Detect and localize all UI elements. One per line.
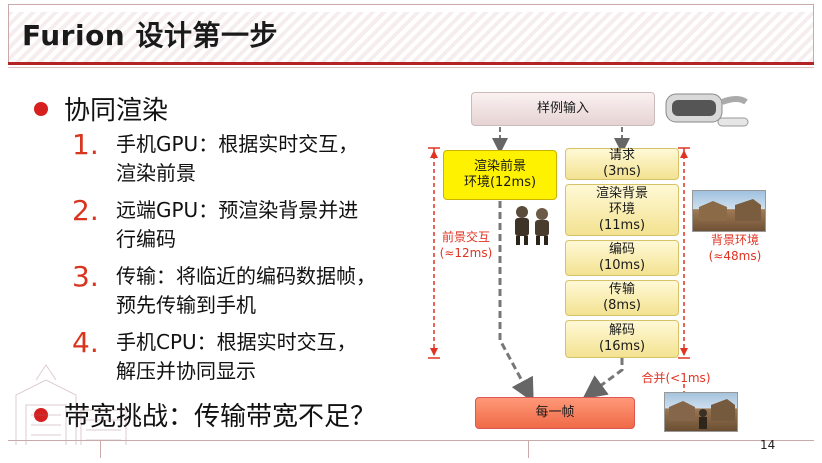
foreground-characters-icon xyxy=(515,206,549,245)
slide-title: Furion 设计第一步 xyxy=(22,19,278,52)
footer-divider xyxy=(528,440,529,458)
front-span-arrow-up xyxy=(430,150,438,158)
arrow-decode-to-frame xyxy=(582,358,624,400)
item-number: 3. xyxy=(72,260,99,293)
bullet-bandwidth-challenge: 带宽挑战：传输带宽不足？ xyxy=(34,396,376,433)
background-environment-thumbnail xyxy=(692,190,766,232)
bullet-cooperative-rendering: 协同渲染 xyxy=(34,90,168,127)
request-box: 请求 (3ms) xyxy=(565,148,679,180)
merge-label: 合并(<1ms) xyxy=(641,371,711,385)
item-number: 2. xyxy=(72,194,99,227)
foreground-render-box: 渲染前景 环境(12ms) xyxy=(443,150,557,200)
slide-header: Furion 设计第一步 xyxy=(0,0,822,68)
item-text: 手机GPU：根据实时交互， 渲染前景 xyxy=(116,132,359,185)
item-text: 传输：将临近的编码数据帧， 预先传输到手机 xyxy=(116,264,376,317)
final-frame-thumbnail xyxy=(664,392,738,432)
background-render-box: 渲染背景 环境 (11ms) xyxy=(565,184,679,236)
vr-headset-icon xyxy=(665,93,749,127)
decode-box: 解码 (16ms) xyxy=(565,320,679,358)
page-number: 14 xyxy=(760,438,776,452)
building-scene-icon xyxy=(699,199,761,221)
bullet-dot-icon xyxy=(34,101,48,116)
bullet-label: 带宽挑战：传输带宽不足？ xyxy=(64,402,377,432)
header-pattern xyxy=(8,12,814,62)
arrow-front-to-frame xyxy=(498,201,534,403)
list-item: 3. 传输：将临近的编码数据帧， 预先传输到手机 xyxy=(72,262,416,320)
list-item: 1. 手机GPU：根据实时交互， 渲染前景 xyxy=(72,130,416,188)
bullet-dot-icon xyxy=(34,407,48,422)
title-rule-thin xyxy=(8,67,814,68)
front-span-arrow-down xyxy=(430,348,438,356)
item-number: 1. xyxy=(72,128,99,161)
list-item: 2. 远端GPU：预渲染背景并进 行编码 xyxy=(72,196,416,254)
bullet-label: 协同渲染 xyxy=(64,96,169,126)
background-environment-label: 背景环境 (≈48ms) xyxy=(708,233,762,263)
item-text: 手机CPU：根据实时交互， 解压并协同显示 xyxy=(116,330,357,383)
foreground-interaction-label: 前景交互 (≈12ms) xyxy=(439,230,493,260)
sample-input-box: 样例输入 xyxy=(471,92,655,126)
back-span-arrow-up xyxy=(680,150,688,158)
back-span-arrow-down xyxy=(680,348,688,356)
transmit-box: 传输 (8ms) xyxy=(565,280,679,316)
footer-divider xyxy=(100,440,101,458)
encode-box: 编码 (10ms) xyxy=(565,240,679,276)
item-text: 远端GPU：预渲染背景并进 行编码 xyxy=(116,198,359,251)
per-frame-box: 每一帧 xyxy=(475,397,635,429)
footer-rule xyxy=(8,440,814,441)
title-rule xyxy=(8,62,814,65)
composited-scene-icon xyxy=(669,399,735,429)
item-number: 4. xyxy=(72,326,99,359)
list-item: 4. 手机CPU：根据实时交互， 解压并协同显示 xyxy=(72,328,416,386)
